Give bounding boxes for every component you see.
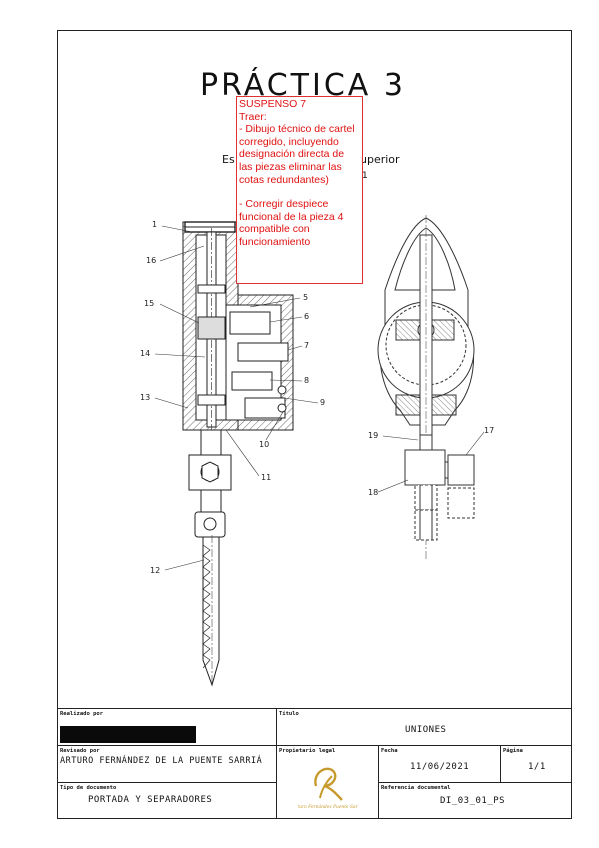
callout-9: 9 (320, 398, 326, 407)
callout-5: 5 (303, 293, 309, 302)
pagina-value: 1/1 (528, 762, 546, 772)
revisado-value: ARTURO FERNÁNDEZ DE LA PUENTE SARRIÁ (60, 756, 263, 766)
subtitle-fragment-right: uperior (360, 153, 400, 166)
callout-15: 15 (144, 299, 155, 308)
note-line-traer: Traer: (239, 110, 267, 123)
pagina-label: Página (503, 748, 523, 754)
titulo-label: Título (279, 711, 299, 717)
fecha-label: Fecha (381, 748, 398, 754)
owner-logo: Arturo Fernández Puente Sarriá (298, 767, 358, 810)
callout-19: 19 (368, 431, 379, 440)
callout-8: 8 (304, 376, 310, 385)
note-line-blank (239, 186, 360, 198)
fecha-value: 11/06/2021 (410, 762, 470, 772)
callout-13: 13 (140, 393, 151, 402)
callout-10: 10 (259, 440, 270, 449)
titulo-value: UNIONES (405, 725, 447, 735)
referencia-label: Referencia documental (381, 785, 451, 791)
callout-17: 17 (484, 426, 495, 435)
referencia-value: DI_03_01_PS (440, 796, 506, 806)
drawing-sheet (57, 30, 572, 819)
callout-12: 12 (150, 566, 161, 575)
correction-note: SUSPENSO 7 Traer: - Dibujo técnico de ca… (236, 96, 363, 284)
tipo-documento-label: Tipo de documento (60, 785, 117, 791)
note-line-item-2: - Corregir despiece funcional de la piez… (239, 198, 344, 248)
tipo-documento-value: PORTADA Y SEPARADORES (88, 795, 213, 805)
callout-14: 14 (140, 349, 151, 358)
note-line-grade: SUSPENSO 7 (239, 98, 307, 110)
callout-18: 18 (368, 488, 379, 497)
callout-1: 1 (152, 220, 158, 229)
propietario-label: Propietario legal (279, 748, 336, 754)
note-line-item-1: - Dibujo técnico de cartel corregido, in… (239, 123, 355, 186)
callout-11: 11 (261, 473, 272, 482)
callout-7: 7 (304, 341, 310, 350)
callout-6: 6 (304, 312, 310, 321)
revisado-label: Revisado por (60, 748, 100, 754)
logo-text: Arturo Fernández Puente Sarriá (298, 805, 358, 810)
realizado-label: Realizado por (60, 711, 104, 717)
subtitle-fragment-small-2: 1 (362, 171, 368, 181)
callout-16: 16 (146, 256, 157, 265)
subtitle-fragment-left: Es (222, 153, 235, 166)
redacted-author-name (60, 726, 196, 743)
